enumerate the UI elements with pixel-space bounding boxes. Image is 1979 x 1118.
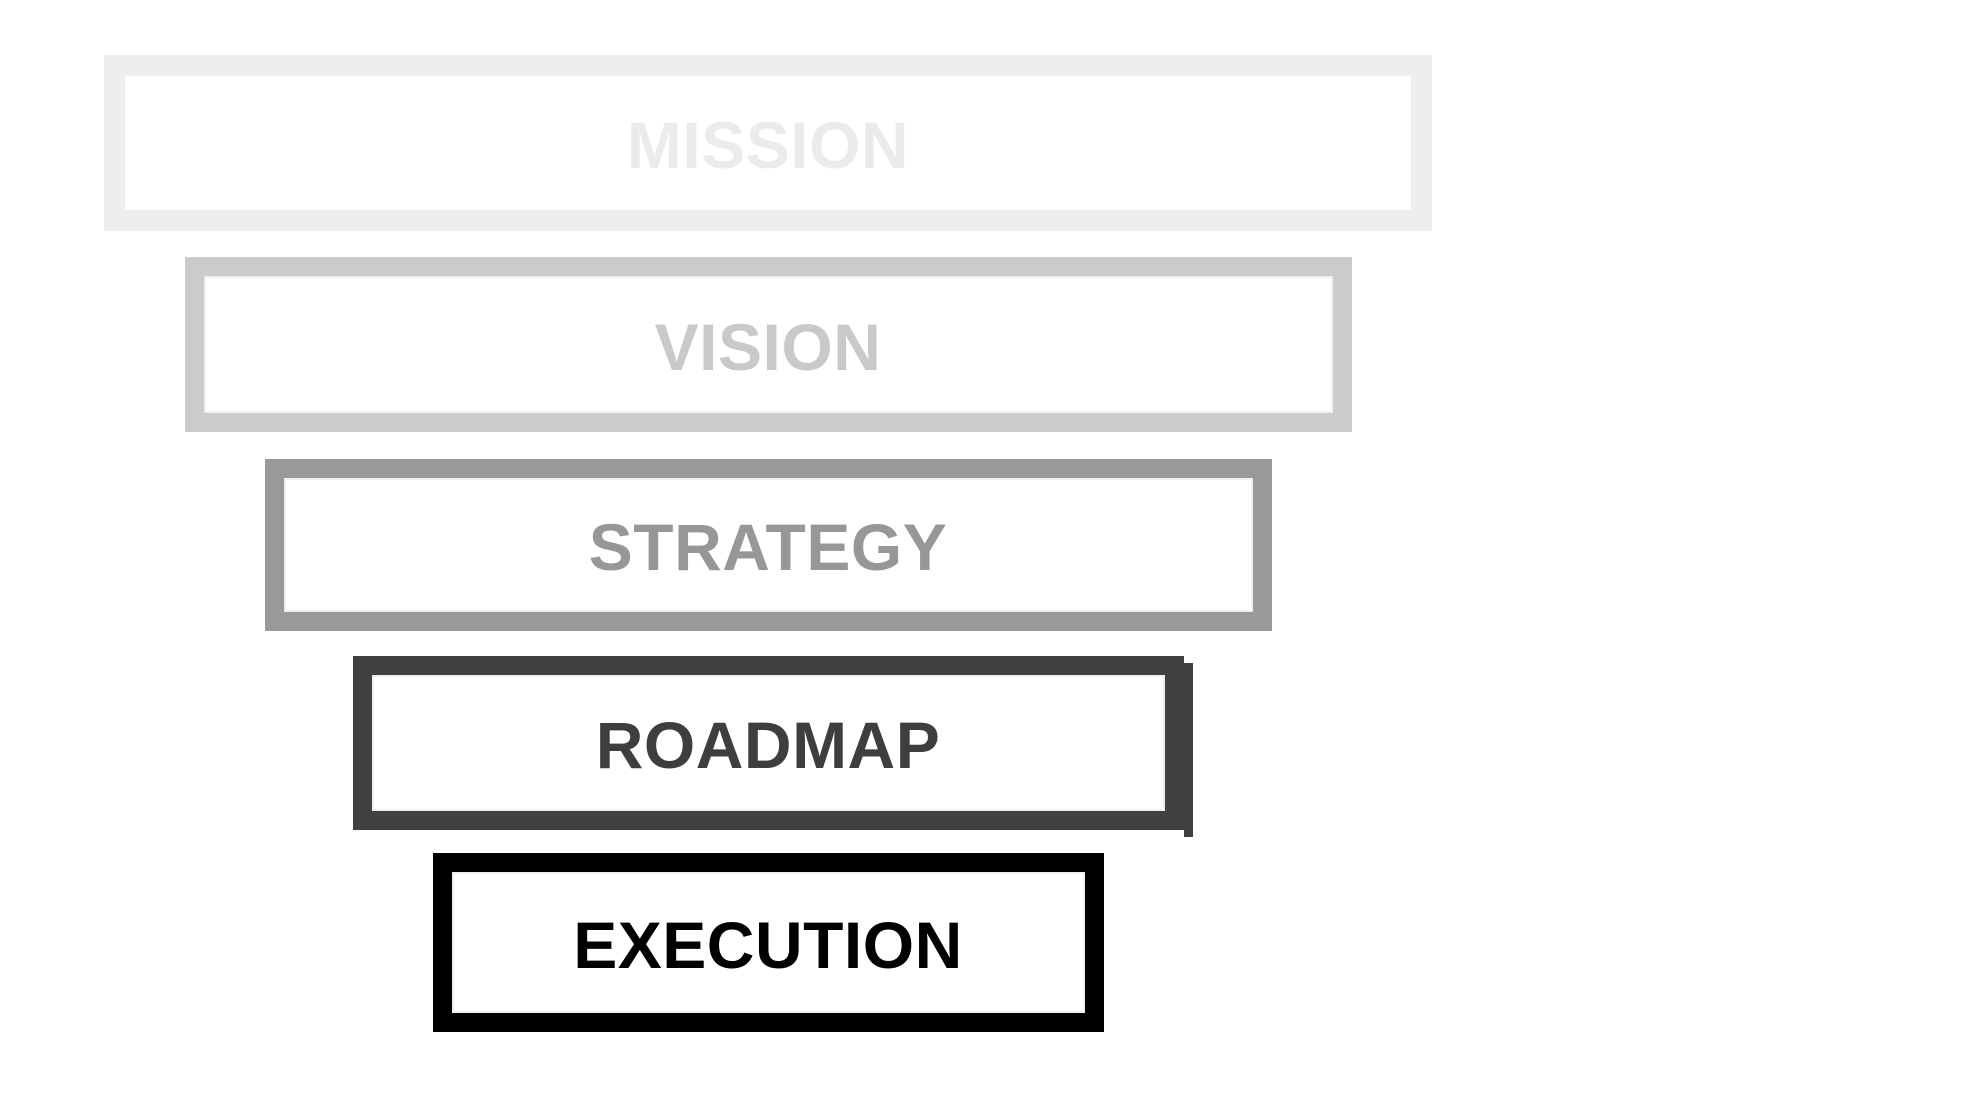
level-roadmap-label: ROADMAP <box>595 708 941 782</box>
level-execution: EXECUTION <box>432 853 1104 1032</box>
level-strategy: STRATEGY <box>264 459 1272 631</box>
level-mission-label: MISSION <box>626 108 910 182</box>
level-mission: MISSION <box>104 55 1432 231</box>
pyramid-stack: MISSION VISION STRATEGY ROADMAP EXECUTIO… <box>104 55 1432 1032</box>
level-execution-label: EXECUTION <box>573 907 963 982</box>
level-strategy-label: STRATEGY <box>588 510 948 584</box>
level-roadmap: ROADMAP <box>352 656 1193 837</box>
level-vision-label: VISION <box>654 309 882 384</box>
level-vision: VISION <box>184 257 1352 432</box>
